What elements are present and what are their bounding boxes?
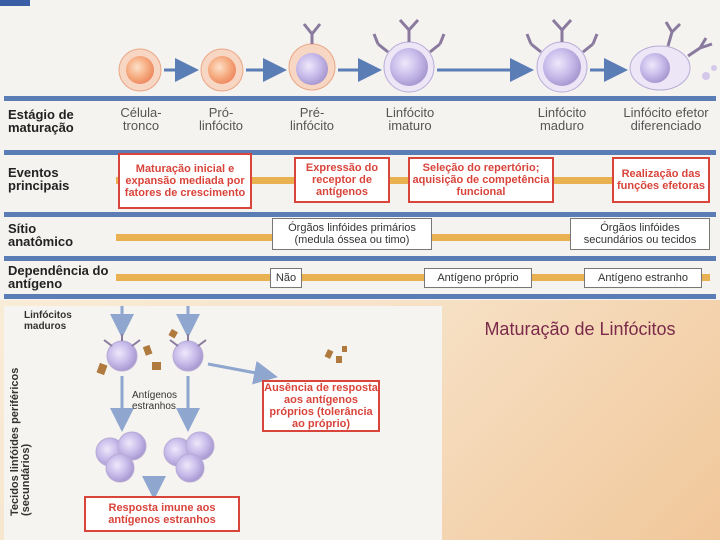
row-label-site: Sítio anatômico — [8, 221, 74, 249]
peripheral-diagram — [95, 306, 347, 500]
antigen-none: Não — [270, 268, 302, 288]
separator — [4, 294, 716, 299]
stage-effector: Linfócito efetor diferenciado — [623, 105, 709, 133]
cell-effector — [629, 21, 717, 91]
immune-response-box: Resposta imune aos antígenos estranhos — [84, 496, 240, 532]
event-receptor-expression: Expressão do receptor de antígenos — [294, 157, 390, 203]
stage-pre: Pré-linfócito — [289, 105, 335, 133]
event-early-maturation: Maturação inicial e expansão mediada por… — [118, 153, 252, 209]
stage-mature: Linfócito maduro — [537, 105, 587, 133]
site-primary-organs: Órgãos linfóides primários (medula óssea… — [272, 218, 432, 250]
mature-cell-right — [169, 334, 207, 372]
row-label-stage: Estágio de maturação — [8, 107, 74, 135]
antigen-foreign: Antígeno estranho — [584, 268, 702, 288]
cell-stem — [118, 48, 162, 92]
no-response-box: Ausência de resposta aos antígenos própr… — [262, 380, 380, 432]
mature-cell-left — [103, 334, 141, 372]
cell-mature — [525, 18, 599, 93]
corner-tab — [0, 0, 30, 6]
row-label-events: Eventos principais — [8, 165, 70, 193]
antigen-timeline-bar — [116, 274, 710, 281]
stage-pro: Pró-linfócito — [198, 105, 244, 133]
antigen-fragments — [96, 328, 347, 376]
cell-immature — [372, 18, 446, 93]
mature-label: Linfócitos maduros — [24, 310, 72, 332]
event-repertoire-selection: Seleção do repertório; aquisição de comp… — [408, 157, 554, 203]
antigen-self: Antígeno próprio — [424, 268, 532, 288]
maturation-figure: Estágio de maturação Eventos principais … — [0, 0, 720, 300]
event-effector-functions: Realização das funções efetoras — [612, 157, 710, 203]
cells-diagram — [118, 18, 717, 93]
expanded-clone-left — [95, 431, 147, 483]
slide-title: Maturação de Linfócitos — [484, 319, 676, 339]
separator — [4, 150, 716, 155]
foreign-antigens-label: Antígenos estranhos — [132, 390, 178, 412]
expanded-clone-right — [163, 431, 215, 483]
site-secondary-organs: Órgãos linfóides secundários ou tecidos — [570, 218, 710, 250]
cell-pre — [288, 23, 336, 91]
separator — [4, 212, 716, 217]
stage-immature: Linfócito imaturo — [385, 105, 435, 133]
row-label-antigen: Dependência do antígeno — [8, 263, 109, 291]
separator — [4, 96, 716, 101]
stage-stem: Célula-tronco — [120, 105, 162, 133]
cell-pro — [200, 48, 244, 92]
separator — [4, 256, 716, 261]
peripheral-panel: Tecidos linfóides periféricos (secundári… — [4, 306, 442, 540]
